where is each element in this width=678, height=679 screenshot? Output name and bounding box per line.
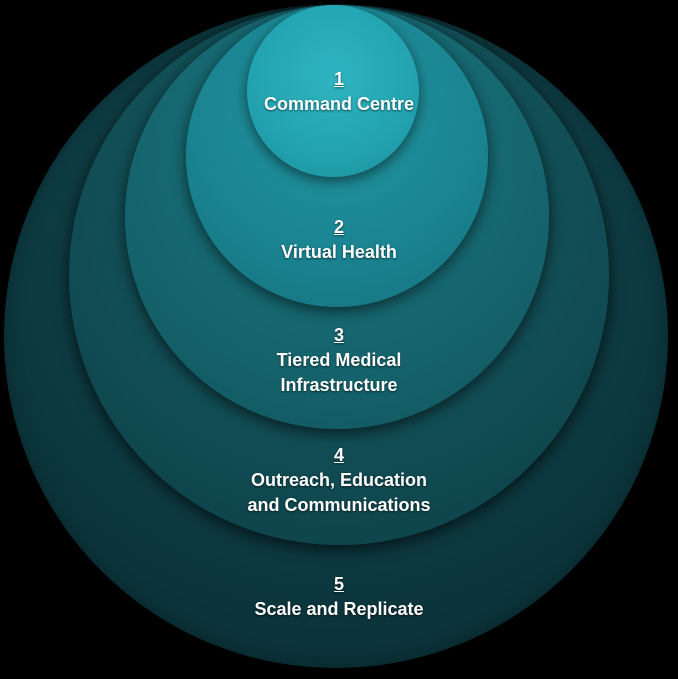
layer-4-title-line-1: Outreach, Education [250,470,428,490]
layer-2-number: 2 [333,217,344,237]
layer-2-label: 2 Virtual Health [0,215,678,265]
layer-5-number: 5 [333,574,344,594]
layer-1-label: 1 Command Centre [0,67,678,117]
layer-1-number: 1 [333,69,344,89]
layer-1-title: Command Centre [263,94,415,114]
layer-5-title: Scale and Replicate [254,599,424,619]
layer-5-label: 5 Scale and Replicate [0,572,678,622]
layer-1-circle [247,5,419,177]
layer-3-title-line-1: Tiered Medical [276,350,402,370]
layer-2-title: Virtual Health [281,242,397,262]
layer-4-title-line-2: and Communications [247,495,431,515]
layer-3-title-line-2: Infrastructure [280,375,398,395]
layer-4-number: 4 [333,445,344,465]
layer-3-label: 3 Tiered Medical Infrastructure [0,323,678,398]
layer-4-label: 4 Outreach, Education and Communications [0,443,678,518]
layer-3-number: 3 [333,325,344,345]
